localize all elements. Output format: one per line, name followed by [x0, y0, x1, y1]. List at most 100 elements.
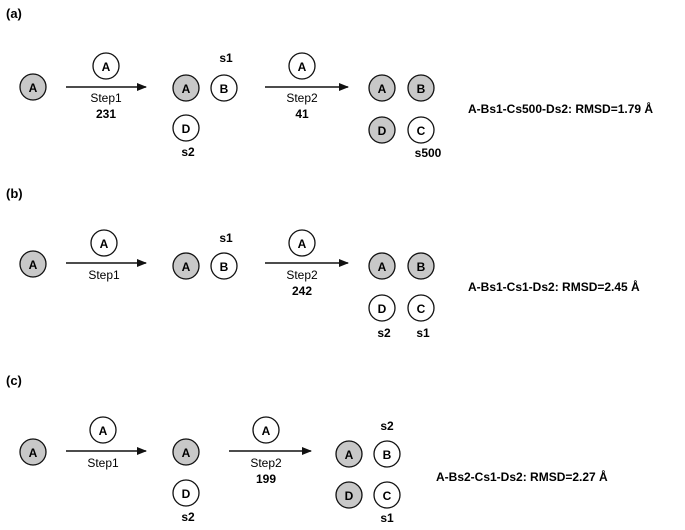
- circle-label: A: [262, 424, 271, 438]
- circle-shape: [288, 52, 316, 80]
- circle-label: A: [99, 424, 108, 438]
- stage2-node: D: [368, 116, 396, 144]
- circle-shape: [288, 229, 316, 257]
- site-label: s1: [416, 326, 430, 340]
- stage2-node: C: [407, 294, 435, 322]
- circle-label: A: [182, 82, 191, 96]
- stage2-node: C: [407, 116, 435, 144]
- probe-node: A: [252, 416, 280, 444]
- circle-shape: [368, 74, 396, 102]
- step-name: Step2: [286, 268, 318, 282]
- step-name: Step1: [88, 268, 120, 282]
- circle-shape: [92, 52, 120, 80]
- circle-label: D: [345, 489, 354, 503]
- step-name: Step1: [87, 456, 119, 470]
- circle-label: A: [378, 260, 387, 274]
- stage1-node: B: [210, 74, 238, 102]
- circle-shape: [210, 252, 238, 280]
- circle-label: A: [102, 60, 111, 74]
- probe-node: A: [288, 229, 316, 257]
- stage2-node: B: [407, 252, 435, 280]
- circle-shape: [368, 252, 396, 280]
- start-node: A: [19, 438, 47, 466]
- stage2-node: B: [373, 440, 401, 468]
- circle-label: B: [220, 260, 229, 274]
- circle-label: D: [378, 124, 387, 138]
- stage2-node: C: [373, 481, 401, 509]
- probe-node: A: [90, 229, 118, 257]
- panel-label: (c): [6, 373, 22, 388]
- circle-shape: [19, 250, 47, 278]
- probe-node: A: [288, 52, 316, 80]
- circle-label: C: [417, 302, 426, 316]
- circle-label: D: [182, 487, 191, 501]
- circle-shape: [210, 74, 238, 102]
- circle-label: C: [417, 124, 426, 138]
- start-node: A: [19, 250, 47, 278]
- circle-label: B: [220, 82, 229, 96]
- circle-shape: [19, 438, 47, 466]
- step-count: 231: [96, 107, 116, 121]
- site-label: s1: [219, 231, 233, 245]
- circle-shape: [90, 229, 118, 257]
- stage2-node: A: [335, 440, 363, 468]
- circle-label: A: [29, 446, 38, 460]
- circle-label: A: [298, 60, 307, 74]
- circle-shape: [407, 252, 435, 280]
- circle-shape: [172, 479, 200, 507]
- circle-label: A: [29, 81, 38, 95]
- site-label: s500: [415, 146, 442, 160]
- circle-label: D: [182, 122, 191, 136]
- circle-label: A: [298, 237, 307, 251]
- stage2-node: A: [368, 252, 396, 280]
- circle-shape: [407, 294, 435, 322]
- circle-shape: [335, 481, 363, 509]
- circle-shape: [172, 74, 200, 102]
- stage2-node: D: [335, 481, 363, 509]
- stage2-node: D: [368, 294, 396, 322]
- circle-shape: [172, 252, 200, 280]
- stage1-node: D: [172, 114, 200, 142]
- circle-label: B: [417, 260, 426, 274]
- site-label: s1: [380, 511, 394, 525]
- circle-label: A: [378, 82, 387, 96]
- probe-node: A: [89, 416, 117, 444]
- circle-label: C: [383, 489, 392, 503]
- site-label: s2: [181, 510, 195, 524]
- site-label: s2: [377, 326, 391, 340]
- circle-shape: [368, 116, 396, 144]
- stage1-node: A: [172, 74, 200, 102]
- circle-label: A: [182, 260, 191, 274]
- circle-shape: [252, 416, 280, 444]
- circle-label: A: [345, 448, 354, 462]
- start-node: A: [19, 73, 47, 101]
- site-label: s1: [219, 51, 233, 65]
- step-count: 242: [292, 284, 312, 298]
- step-count: 41: [295, 107, 309, 121]
- circle-shape: [407, 116, 435, 144]
- circle-shape: [335, 440, 363, 468]
- stage1-node: A: [172, 438, 200, 466]
- site-label: s2: [380, 419, 394, 433]
- circle-label: A: [29, 258, 38, 272]
- probe-node: A: [92, 52, 120, 80]
- circle-label: B: [417, 82, 426, 96]
- circle-shape: [19, 73, 47, 101]
- circle-shape: [373, 440, 401, 468]
- panel-label: (b): [6, 186, 23, 201]
- circle-shape: [89, 416, 117, 444]
- circle-shape: [368, 294, 396, 322]
- step-name: Step2: [286, 91, 318, 105]
- circle-label: A: [182, 446, 191, 460]
- result-label: A-Bs1-Cs500-Ds2: RMSD=1.79 Å: [468, 101, 653, 116]
- panel-label: (a): [6, 6, 22, 21]
- stage1-node: D: [172, 479, 200, 507]
- circle-shape: [373, 481, 401, 509]
- step-name: Step2: [250, 456, 282, 470]
- stage1-node: B: [210, 252, 238, 280]
- step-count: 199: [256, 472, 276, 486]
- circle-shape: [172, 114, 200, 142]
